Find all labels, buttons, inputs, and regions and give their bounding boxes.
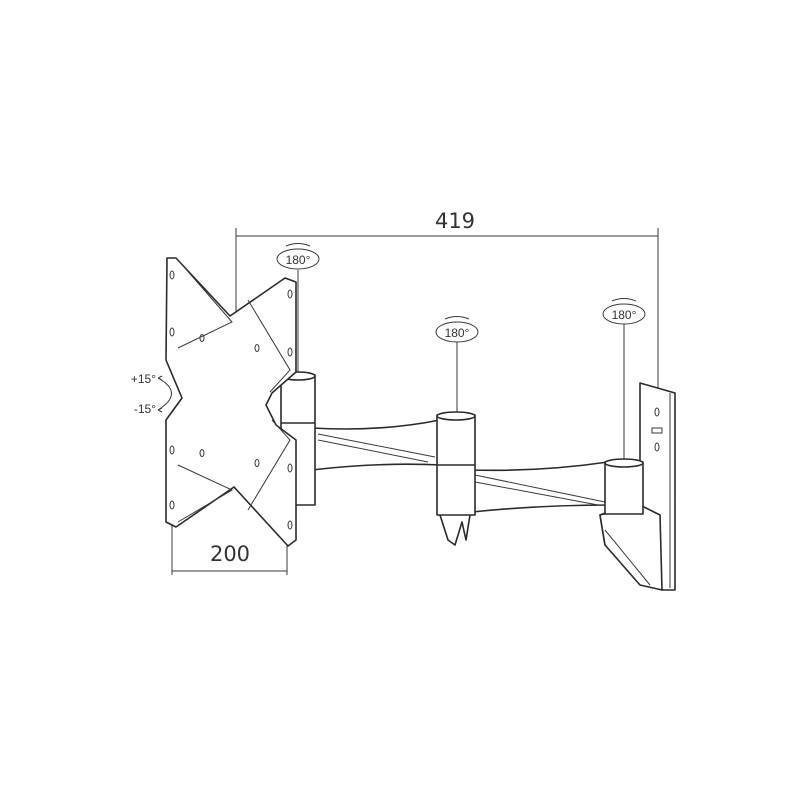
rotation-callout-plate: 180°	[276, 243, 320, 372]
wall-plate	[599, 382, 676, 591]
rotation-label: 180°	[445, 326, 470, 340]
tilt-up-label: +15°	[131, 372, 156, 386]
middle-joint	[436, 411, 476, 546]
vesa-dimension-label: 200	[210, 542, 250, 566]
arm-inner	[311, 419, 443, 471]
vesa-plate	[165, 257, 297, 547]
wall-joint	[604, 458, 644, 515]
overall-dimension-label: 419	[435, 209, 475, 233]
overall-dimension: 419	[235, 209, 659, 395]
mounting-holes	[169, 270, 293, 530]
rotation-callout-wall: 180°	[602, 298, 646, 460]
rotate-arrow-icon	[285, 243, 311, 247]
rotate-arrow-icon	[611, 298, 637, 302]
rotate-arrow-icon	[444, 316, 470, 320]
tilt-indicator: +15° -15°	[131, 372, 172, 416]
rotation-label: 180°	[286, 253, 311, 267]
arm-outer	[469, 461, 611, 513]
vesa-dimension: 200	[171, 520, 288, 575]
rotation-label: 180°	[612, 308, 637, 322]
tilt-down-label: -15°	[134, 402, 156, 416]
rotation-callout-middle: 180°	[435, 316, 479, 412]
